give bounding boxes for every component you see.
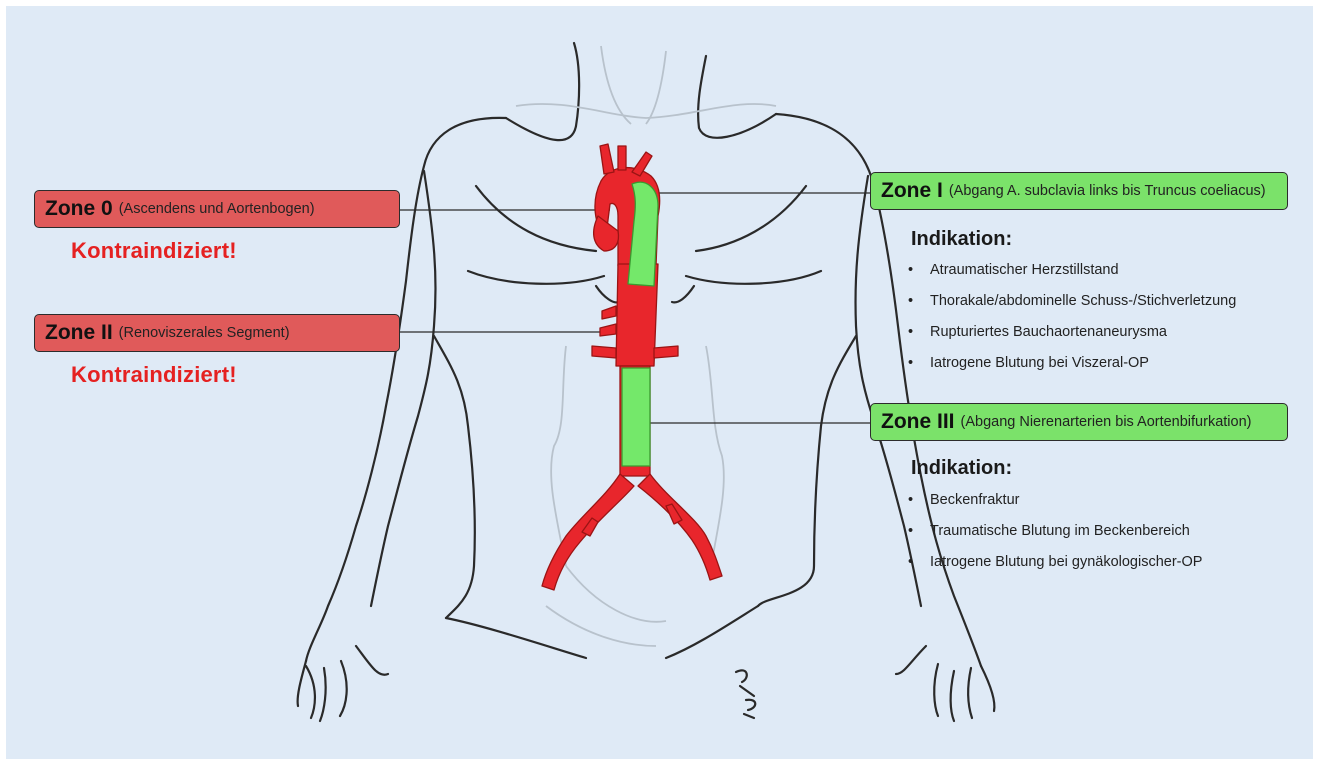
bullet-icon: • xyxy=(908,324,930,340)
zone-1-indication-title: Indikation: xyxy=(911,228,1012,251)
bullet-icon: • xyxy=(908,492,930,508)
zone-2-box: Zone II (Renoviszerales Segment) xyxy=(34,314,400,352)
diagram-canvas: Zone 0 (Ascendens und Aortenbogen) Kontr… xyxy=(6,6,1313,759)
zone-1-indication-list: •Atraumatischer Herzstillstand •Thorakal… xyxy=(908,262,1236,386)
list-item: •Atraumatischer Herzstillstand xyxy=(908,262,1236,293)
zone-1-name: Zone I xyxy=(881,179,943,203)
list-item: •Iatrogene Blutung bei gynäkologischer-O… xyxy=(908,554,1202,585)
list-item: •Thorakale/abdominelle Schuss-/Stichverl… xyxy=(908,293,1236,324)
zone-2-desc: (Renoviszerales Segment) xyxy=(119,325,290,341)
zone-3-indication-title: Indikation: xyxy=(911,457,1012,480)
zone-0-warning: Kontraindiziert! xyxy=(71,238,237,264)
aorta xyxy=(542,144,722,590)
list-item: •Iatrogene Blutung bei Viszeral-OP xyxy=(908,355,1236,386)
zone-0-box: Zone 0 (Ascendens und Aortenbogen) xyxy=(34,190,400,228)
zone-1-desc: (Abgang A. subclavia links bis Truncus c… xyxy=(949,183,1266,199)
zone-3-box: Zone III (Abgang Nierenarterien bis Aort… xyxy=(870,403,1288,441)
list-item: •Traumatische Blutung im Beckenbereich xyxy=(908,523,1202,554)
list-item: •Rupturiertes Bauchaortenaneurysma xyxy=(908,324,1236,355)
list-item: •Beckenfraktur xyxy=(908,492,1202,523)
zone-2-warning: Kontraindiziert! xyxy=(71,362,237,388)
zone-3-desc: (Abgang Nierenarterien bis Aortenbifurka… xyxy=(961,414,1252,430)
zone-3-indication-list: •Beckenfraktur •Traumatische Blutung im … xyxy=(908,492,1202,585)
bullet-icon: • xyxy=(908,355,930,371)
bullet-icon: • xyxy=(908,523,930,539)
zone-0-desc: (Ascendens und Aortenbogen) xyxy=(119,201,315,217)
zone-3-name: Zone III xyxy=(881,410,955,434)
zone-2-name: Zone II xyxy=(45,321,113,345)
bullet-icon: • xyxy=(908,293,930,309)
bullet-icon: • xyxy=(908,262,930,278)
zone-0-name: Zone 0 xyxy=(45,197,113,221)
bullet-icon: • xyxy=(908,554,930,570)
zone-1-box: Zone I (Abgang A. subclavia links bis Tr… xyxy=(870,172,1288,210)
